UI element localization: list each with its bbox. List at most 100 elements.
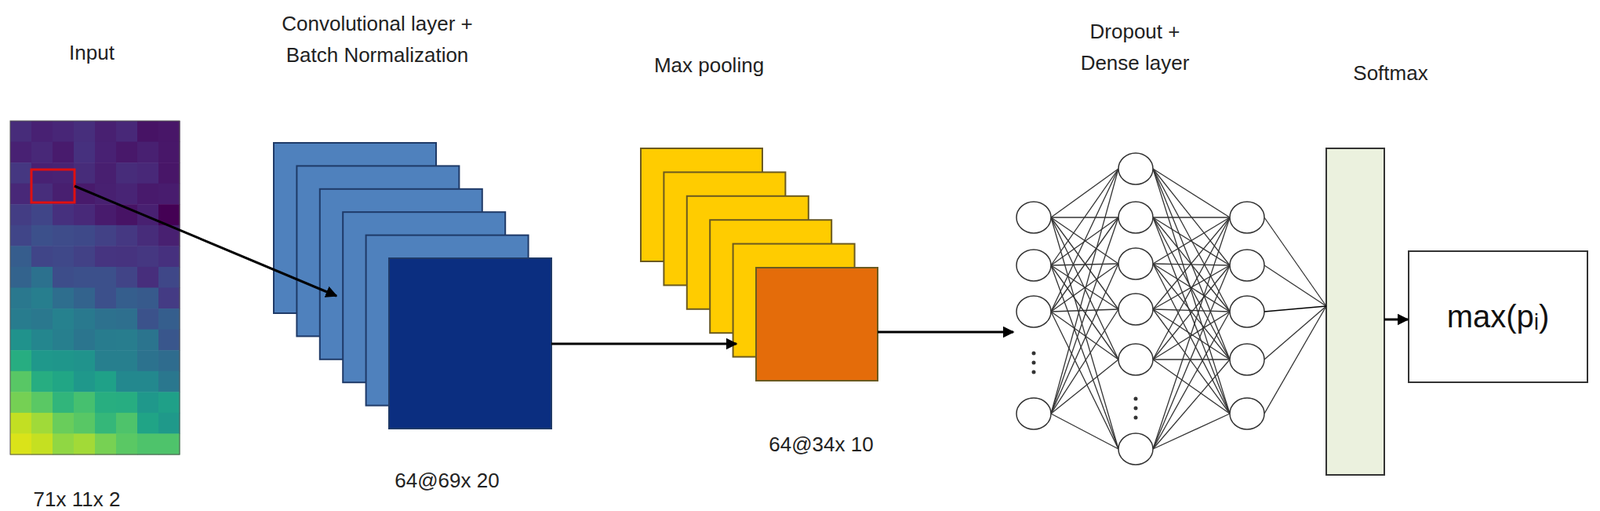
- layer-illustration: [627, 39, 887, 455]
- weight-line: [1050, 309, 1119, 414]
- input-heatmap: [10, 120, 181, 455]
- heatmap-cell: [137, 349, 160, 371]
- heatmap-cell: [73, 308, 96, 330]
- weight-line: [1152, 359, 1230, 414]
- heatmap-cell: [31, 391, 54, 413]
- heatmap-cell: [116, 120, 139, 142]
- weight-line: [1050, 309, 1119, 312]
- heatmap-cell: [94, 349, 117, 371]
- heatmap-cell: [137, 287, 160, 310]
- heatmap-cell: [94, 432, 117, 455]
- weight-line: [1050, 311, 1119, 449]
- heatmap-cell: [10, 329, 33, 351]
- heatmap-cell: [137, 141, 160, 164]
- ellipsis-dot: [1134, 396, 1139, 401]
- heatmap-cell: [52, 308, 75, 330]
- heatmap-cell: [10, 203, 33, 226]
- heatmap-cell: [31, 287, 54, 310]
- weight-line: [1152, 168, 1230, 218]
- heatmap-cell: [10, 349, 33, 371]
- weight-line: [1152, 217, 1230, 264]
- weight-line: [1050, 217, 1119, 414]
- layer-illustration: [1003, 15, 1271, 479]
- heatmap-cell: [73, 287, 96, 310]
- heatmap-cell: [52, 203, 75, 226]
- heatmap-cell: [94, 203, 117, 226]
- neuron: [1016, 249, 1051, 281]
- heatmap-cell: [52, 370, 75, 393]
- heatmap-cell: [73, 245, 96, 267]
- heatmap-cell: [10, 370, 33, 393]
- heatmap-cell: [94, 162, 117, 184]
- weight-line: [1152, 265, 1230, 449]
- heatmap-cell: [31, 141, 54, 164]
- softmax-input-line: [1264, 305, 1327, 414]
- heatmap-cell: [73, 432, 96, 455]
- heatmap-cell: [94, 266, 117, 288]
- heatmap-cell: [73, 266, 96, 288]
- weight-line: [1152, 311, 1230, 360]
- heatmap-cell: [137, 245, 160, 267]
- heatmap-cell: [94, 287, 117, 310]
- weight-line: [1152, 265, 1230, 310]
- neuron: [1118, 432, 1153, 465]
- weight-line: [1050, 263, 1119, 414]
- output-label: max(pᵢ): [1447, 298, 1550, 335]
- heatmap-cell: [10, 432, 33, 455]
- neuron: [1118, 293, 1153, 325]
- ellipsis-dot: [1134, 406, 1139, 411]
- layer-illustration: [258, 6, 557, 501]
- weight-line: [1050, 168, 1119, 266]
- weight-line: [1152, 309, 1230, 414]
- heatmap-cell: [116, 308, 139, 330]
- heatmap-cell: [52, 412, 75, 434]
- heatmap-cell: [31, 225, 54, 247]
- softmax-input-line: [1264, 217, 1327, 306]
- heatmap-cell: [73, 370, 96, 393]
- neuron: [1016, 295, 1051, 328]
- neuron: [1118, 201, 1153, 233]
- heatmap-cell: [10, 183, 33, 205]
- weight-line: [1050, 217, 1119, 449]
- heatmap-cell: [31, 329, 54, 351]
- heatmap-cell: [116, 370, 139, 393]
- weight-line: [1050, 359, 1119, 414]
- heatmap-cell: [31, 120, 54, 142]
- heatmap-cell: [116, 183, 139, 205]
- heatmap-cell: [73, 203, 96, 226]
- flow-arrow: [551, 342, 737, 346]
- heatmap-cell: [73, 349, 96, 371]
- heatmap-cell: [52, 287, 75, 310]
- weight-line: [1152, 168, 1230, 414]
- heatmap-cell: [116, 162, 139, 184]
- heatmap-cell: [73, 329, 96, 351]
- dense-layer: Dropout + Dense layer: [1003, 15, 1271, 479]
- heatmap-cell: [52, 432, 75, 455]
- heatmap-cell: [158, 308, 181, 330]
- heatmap-cell: [158, 183, 181, 205]
- heatmap-cell: [158, 432, 181, 455]
- heatmap-cell: [10, 225, 33, 247]
- heatmap-cell: [31, 370, 54, 393]
- heatmap-cell: [137, 183, 160, 205]
- heatmap-cell: [31, 432, 54, 455]
- heatmap-cell: [31, 162, 54, 184]
- receptive-field-marker: [31, 169, 75, 203]
- heatmap-cell: [94, 308, 117, 330]
- heatmap-cell: [94, 120, 117, 142]
- weight-line: [1152, 265, 1230, 360]
- weight-line: [1152, 217, 1230, 266]
- heatmap-cell: [116, 391, 139, 413]
- heatmap-cell: [73, 141, 96, 164]
- heatmap-cell: [73, 162, 96, 184]
- softmax-input-line: [1264, 305, 1327, 360]
- heatmap-cell: [73, 391, 96, 413]
- neuron: [1229, 343, 1265, 375]
- heatmap-cell: [158, 370, 181, 393]
- dimension-label: 71x 11x 2: [6, 483, 148, 511]
- weight-line: [1152, 413, 1230, 449]
- neuron: [1118, 152, 1153, 185]
- flow-arrow: [74, 185, 337, 296]
- heatmap-cell: [31, 308, 54, 330]
- heatmap-cell: [52, 141, 75, 164]
